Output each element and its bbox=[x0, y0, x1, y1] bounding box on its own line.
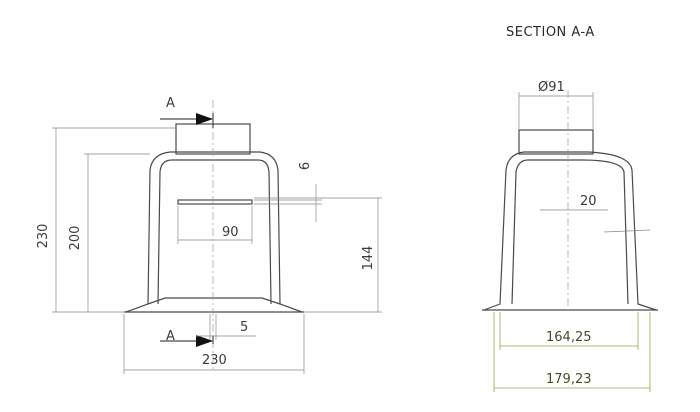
dim-slot-offset: 6 bbox=[298, 162, 313, 170]
section-collar bbox=[518, 129, 594, 155]
front-dimensions: 230 200 90 6 144 5 230 bbox=[36, 127, 382, 374]
front-body-outer bbox=[125, 151, 303, 313]
section-view bbox=[482, 90, 658, 312]
dim-inner-width: 164,25 bbox=[546, 330, 592, 345]
dim-body-height: 200 bbox=[68, 226, 83, 251]
dim-section-offset: 5 bbox=[240, 320, 248, 335]
dim-wall-thickness: 20 bbox=[580, 194, 597, 209]
section-markers: A A bbox=[160, 96, 214, 347]
dim-base-width: 230 bbox=[202, 353, 227, 368]
dim-outer-width: 179,23 bbox=[546, 372, 592, 387]
dim-slot-height: 144 bbox=[361, 246, 376, 271]
front-slot bbox=[177, 199, 253, 205]
section-arrow-bottom-head bbox=[196, 335, 213, 347]
front-base-step bbox=[147, 297, 281, 305]
section-dimensions: Ø91 20 164,25 179,23 bbox=[493, 80, 651, 392]
section-title: SECTION A-A bbox=[506, 25, 595, 40]
section-arrow-top-head bbox=[196, 113, 213, 125]
dim-slot-width: 90 bbox=[222, 225, 239, 240]
front-body-inner bbox=[157, 159, 272, 305]
dim-wall-leader bbox=[603, 229, 651, 233]
section-body-inner bbox=[511, 159, 629, 305]
section-mark-bottom: A bbox=[166, 329, 175, 344]
section-mark-top: A bbox=[166, 96, 175, 111]
dim-collar-diameter: Ø91 bbox=[538, 80, 565, 95]
section-body-outer bbox=[483, 151, 657, 311]
front-view bbox=[124, 100, 304, 370]
dim-overall-height: 230 bbox=[36, 224, 51, 249]
